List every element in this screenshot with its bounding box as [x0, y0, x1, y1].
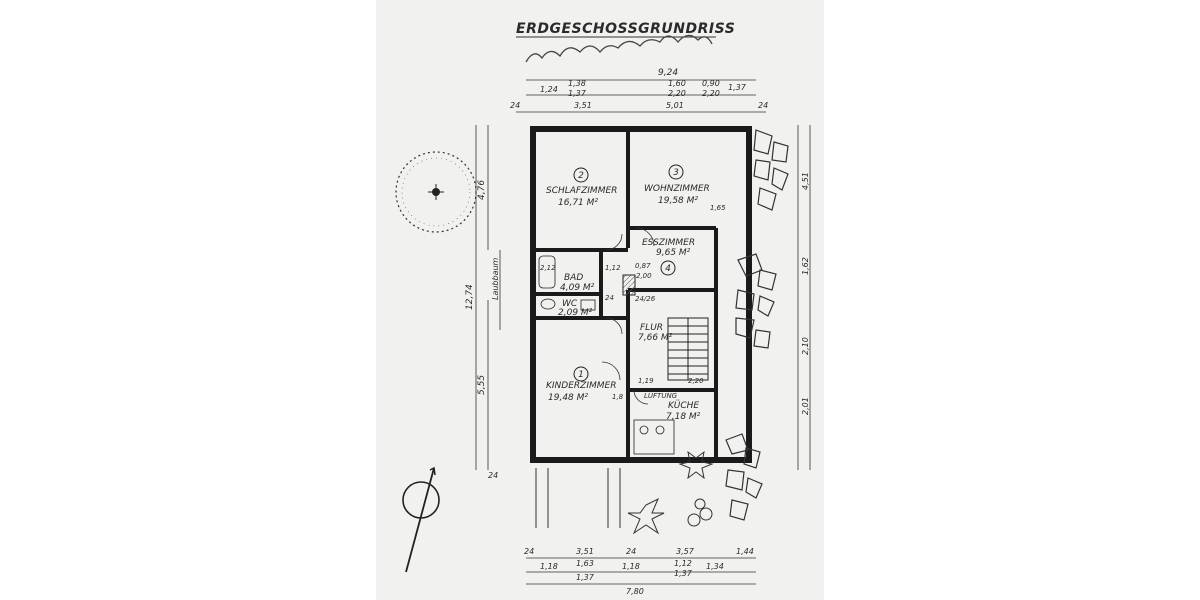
room-number-circles — [573, 164, 684, 382]
dim-wohn: 1,65 — [710, 204, 726, 212]
dim-top-wall-r: 24 — [758, 101, 768, 110]
dim-top-span-1: 3,51 — [574, 101, 592, 110]
room-name-bad: BAD — [564, 273, 583, 283]
dim-bottom-11: 1,37 — [576, 573, 595, 582]
dim-top-3: 1,37 — [568, 89, 587, 98]
room-number-kinderzimmer: 1 — [578, 370, 584, 380]
dim-bottom-5: 1,44 — [736, 547, 754, 556]
kitchen-fixtures — [633, 419, 675, 455]
bathroom-fixtures — [538, 255, 596, 311]
staircase — [667, 317, 709, 381]
dim-bottom-8: 1,18 — [622, 562, 640, 571]
door-swings — [601, 227, 655, 405]
dim-top-1: 1,24 — [540, 85, 558, 94]
room-area-wc: 2,09 M² — [558, 308, 593, 318]
dim-top-wall-l: 24 — [510, 101, 520, 110]
dim-left-upper: 4,76 — [477, 180, 487, 200]
room-number-wohnzimmer: 3 — [673, 168, 679, 178]
dim-right-3: 2,10 — [801, 337, 810, 355]
dim-stair: 24/26 — [635, 295, 656, 303]
interior-walls — [533, 129, 718, 460]
dim-bottom-1: 24 — [524, 547, 534, 556]
flagstone-patio — [725, 129, 789, 521]
dimension-lines-top — [516, 79, 766, 113]
blueprint-sheet: ERDGESCHOSSGRUNDRISS 9,24 1,24 1,38 1,37… — [376, 0, 824, 600]
dim-bad-side: 1,12 — [605, 264, 621, 272]
dimension-lines-left — [475, 125, 501, 470]
room-name-wc: WC — [562, 299, 578, 309]
room-area-bad: 4,09 M² — [560, 283, 595, 293]
room-area-flur: 7,66 M² — [638, 333, 673, 343]
dim-left-total: 12,74 — [465, 284, 475, 310]
dim-bottom-4: 3,57 — [676, 547, 695, 556]
dim-bottom-9: 1,12 — [674, 559, 692, 568]
dim-wc-side: 24 — [605, 294, 614, 302]
label-lueftung: LÜFTUNG — [644, 391, 678, 400]
plan-title: ERDGESCHOSSGRUNDRISS — [516, 21, 735, 37]
room-name-schlafzimmer: SCHLAFZIMMER — [546, 186, 617, 196]
dim-right-4: 2,01 — [801, 397, 810, 415]
room-number-esszimmer: 4 — [665, 264, 671, 274]
dim-top-7: 0,90 — [702, 79, 720, 88]
dim-bottom-12: 1,37 — [674, 569, 693, 578]
room-area-wohnzimmer: 19,58 M² — [658, 196, 698, 206]
room-area-esszimmer: 9,65 M² — [656, 248, 691, 258]
dim-bottom-10: 1,34 — [706, 562, 724, 571]
tree-label: Laubbaum — [491, 257, 500, 300]
dim-bottom-3: 24 — [626, 547, 636, 556]
dim-right-2: 1,62 — [801, 257, 810, 275]
dim-ess-2: 2,00 — [636, 272, 652, 280]
dim-ess: 0,87 — [635, 262, 651, 270]
room-name-wohnzimmer: WOHNZIMMER — [644, 184, 710, 194]
tree-symbol — [395, 151, 477, 233]
dim-left-lower: 5,55 — [477, 375, 487, 395]
dimension-lines-right — [797, 125, 811, 470]
dim-flur-1: 1,19 — [638, 377, 654, 385]
floor-plan-drawing: ERDGESCHOSSGRUNDRISS 9,24 1,24 1,38 1,37… — [395, 21, 811, 596]
dim-left-bottom: 24 — [488, 471, 498, 480]
dim-top-span-2: 5,01 — [666, 101, 684, 110]
dim-top-6: 1,37 — [728, 83, 747, 92]
dim-top-4: 1,60 — [668, 79, 686, 88]
dimension-lines-bottom — [526, 557, 756, 585]
dim-bottom-2: 3,51 — [576, 547, 594, 556]
room-name-flur: FLUR — [640, 323, 663, 333]
dim-kinder: 1,8 — [612, 393, 624, 401]
dim-bottom-7: 1,63 — [576, 559, 594, 568]
room-name-esszimmer: ESSZIMMER — [642, 238, 695, 248]
chimney — [622, 274, 636, 296]
dim-top-5: 2,20 — [668, 89, 686, 98]
dim-top-overall: 9,24 — [658, 68, 678, 78]
room-area-schlafzimmer: 16,71 M² — [558, 198, 598, 208]
dim-top-8: 2,20 — [702, 89, 720, 98]
room-area-kueche: 7,18 M² — [666, 412, 701, 422]
dim-bottom-overall: 7,80 — [626, 587, 644, 596]
room-name-kinderzimmer: KINDERZIMMER — [546, 381, 616, 391]
room-number-schlafzimmer: 2 — [578, 171, 584, 181]
garden-bottom — [535, 450, 714, 535]
dim-bad: 2,12 — [540, 264, 556, 272]
hedge-top — [525, 34, 713, 63]
north-arrow-icon — [402, 466, 440, 573]
dim-flur-2: 2,20 — [688, 377, 704, 385]
room-name-kueche: KÜCHE — [668, 400, 699, 411]
room-area-kinderzimmer: 19,48 M² — [548, 393, 588, 403]
dim-bottom-6: 1,18 — [540, 562, 558, 571]
dim-right-1: 4,51 — [801, 172, 810, 190]
dim-top-2: 1,38 — [568, 79, 586, 88]
